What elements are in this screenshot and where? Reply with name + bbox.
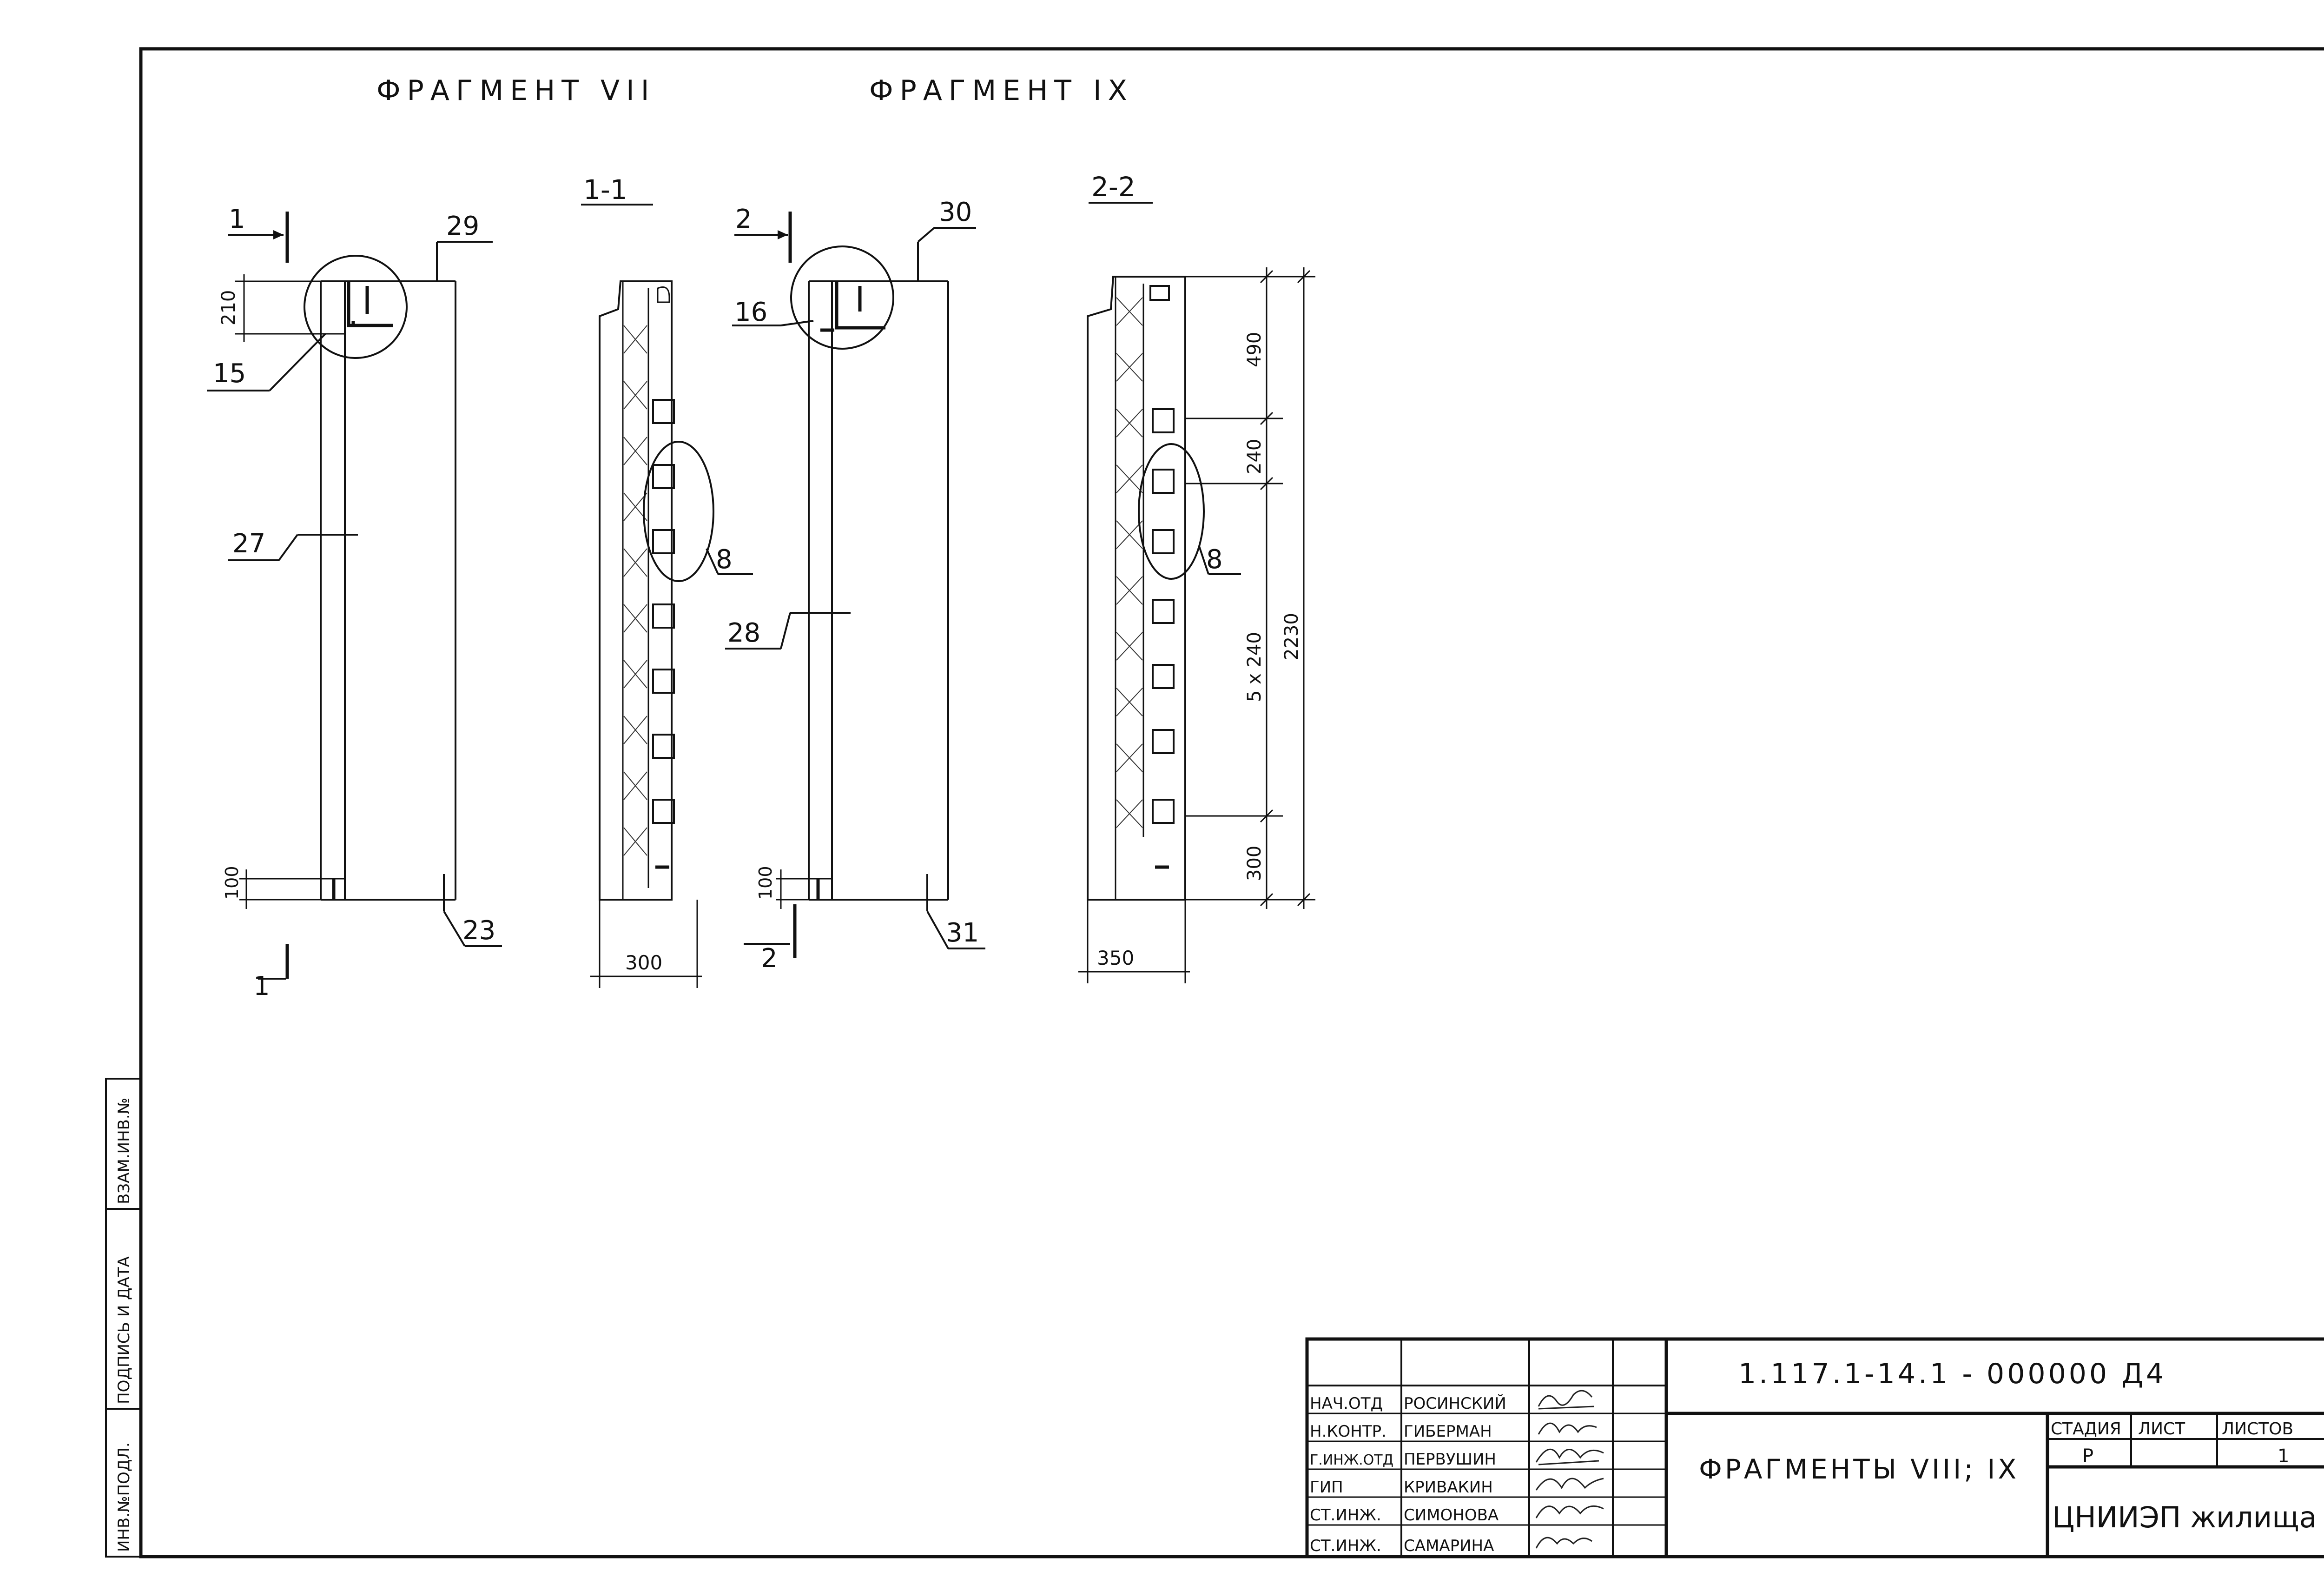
dim-300: 300: [1244, 846, 1265, 881]
signature-3: [1535, 1478, 1604, 1491]
cut-2-top: 2: [735, 204, 752, 234]
role-1: Н.КОНТР.: [1310, 1422, 1386, 1441]
role-4: СТ.ИНЖ.: [1310, 1506, 1381, 1525]
section-1-1-label: 1-1: [583, 174, 627, 206]
dim-350: 350: [1097, 947, 1134, 969]
callout-29: 29: [446, 211, 479, 241]
title-block: НАЧ.ОТД РОСИНСКИЙ Н.КОНТР. ГИБЕРМАН Г.ИН…: [1305, 1337, 2324, 1558]
dim-100-a: 100: [222, 866, 242, 900]
dim-240: 240: [1244, 439, 1265, 474]
list-header: ЛИСТ: [2138, 1419, 2185, 1439]
section-1-1: 8 300: [590, 280, 753, 988]
dim-2230: 2230: [1281, 613, 1302, 660]
sheet-title: ФРАГМЕНТЫ VIII; IX: [1699, 1453, 2019, 1485]
callout-15: 15: [213, 358, 246, 389]
name-0: РОСИНСКИЙ: [1404, 1394, 1506, 1413]
cut-2-bottom: 2: [761, 943, 778, 974]
signature-1: [1538, 1422, 1597, 1435]
signature-5: [1535, 1537, 1592, 1549]
role-2: Г.ИНЖ.ОТД: [1310, 1452, 1393, 1468]
name-1: ГИБЕРМАН: [1404, 1422, 1492, 1441]
dim-490: 490: [1244, 332, 1265, 367]
dim-5x240: 5 x 240: [1244, 632, 1265, 702]
stage-header: СТАДИЯ: [2051, 1419, 2121, 1439]
fragment-ix-elevation: 2 2 100 30 16 28 31: [725, 197, 985, 974]
side-stamp: ВЗАМ.ИНВ.№ ПОДПИСЬ И ДАТА ИНВ.№ПОДЛ.: [105, 1078, 142, 1558]
callout-28: 28: [727, 618, 760, 648]
callout-8-a: 8: [716, 544, 733, 575]
callout-8-b: 8: [1206, 544, 1223, 575]
signature-2: [1535, 1448, 1604, 1465]
callout-16: 16: [734, 297, 767, 327]
sheet-frame: [139, 47, 2324, 1558]
name-5: САМАРИНА: [1404, 1537, 1494, 1555]
fragment-ix-title: ФРАГМЕНТ IX: [869, 74, 1134, 107]
side-stamp-podpis: ПОДПИСЬ И ДАТА: [115, 1256, 133, 1404]
dim-100-b: 100: [755, 866, 776, 900]
section-2-2-label: 2-2: [1091, 171, 1136, 203]
fragment-vii-elevation: 1 1 210 100 29 15: [207, 204, 502, 1001]
name-4: СИМОНОВА: [1404, 1506, 1499, 1525]
callout-27: 27: [232, 529, 265, 559]
lists-header: ЛИСТОВ: [2222, 1419, 2293, 1439]
role-0: НАЧ.ОТД: [1310, 1394, 1383, 1413]
name-2: ПЕРВУШИН: [1404, 1450, 1496, 1469]
fragment-vii-title: ФРАГМЕНТ VII: [376, 74, 655, 107]
stage-value: Р: [2082, 1445, 2093, 1467]
side-stamp-inv: ИНВ.№ПОДЛ.: [115, 1442, 133, 1552]
signature-4: [1535, 1505, 1604, 1518]
signature-0: [1538, 1390, 1595, 1410]
role-5: СТ.ИНЖ.: [1310, 1537, 1381, 1555]
side-stamp-vzam: ВЗАМ.ИНВ.№: [115, 1098, 133, 1204]
callout-23: 23: [462, 915, 495, 946]
dim-300-width: 300: [625, 951, 662, 974]
lists-value: 1: [2278, 1445, 2289, 1467]
cut-1-top: 1: [229, 204, 245, 234]
callout-31: 31: [946, 918, 979, 948]
name-3: КРИВАКИН: [1404, 1478, 1493, 1497]
cut-1-bottom: 1: [253, 971, 270, 1001]
dim-210: 210: [218, 290, 239, 325]
drawing-code: 1.117.1-14.1 - 000000 Д4: [1738, 1358, 2166, 1390]
section-2-2: 8 490 240 5 x 240 2230 300 350: [1078, 267, 1315, 983]
callout-30: 30: [939, 197, 972, 227]
organization: ЦНИИЭП жилища: [2052, 1500, 2317, 1534]
role-3: ГИП: [1310, 1478, 1343, 1497]
